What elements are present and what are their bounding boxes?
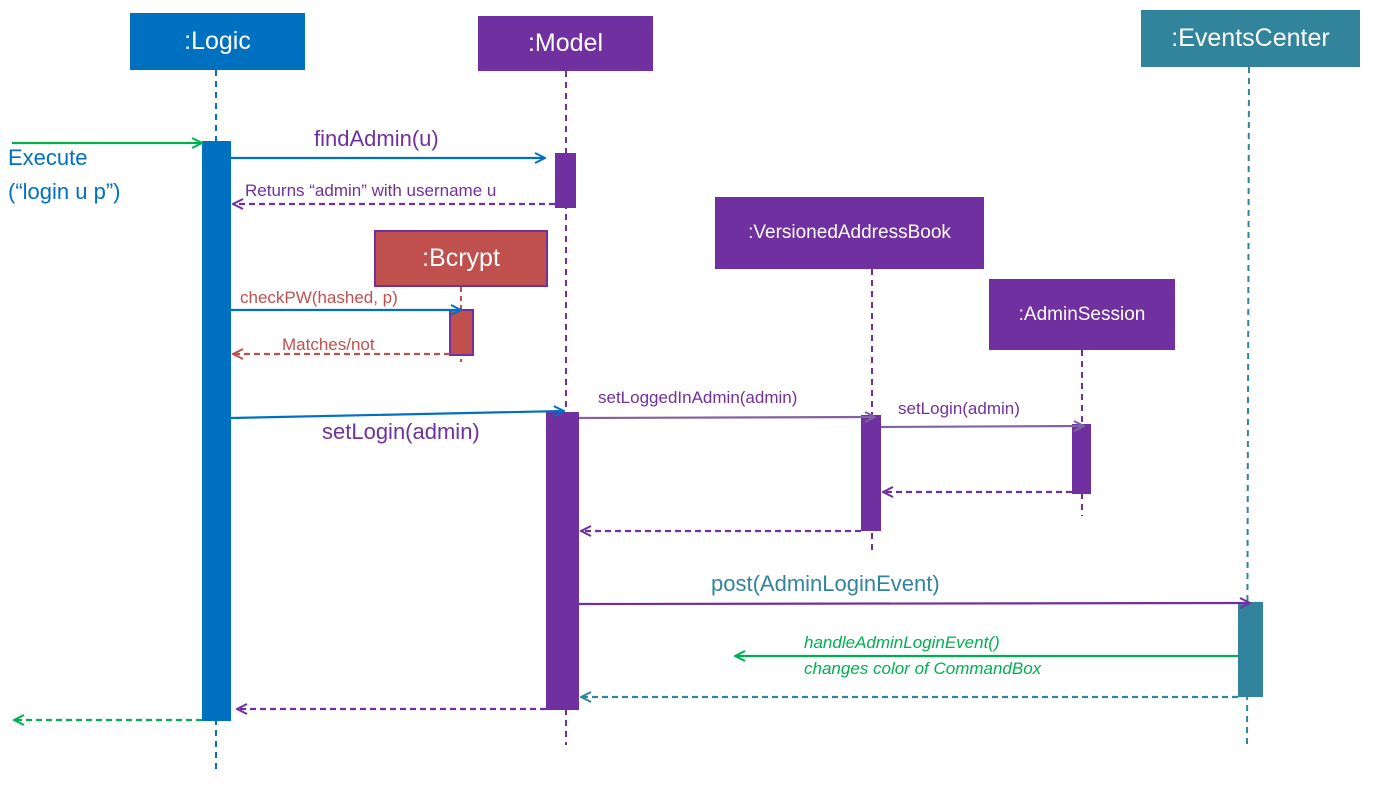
set-logged-in-admin-label: setLoggedInAdmin(admin): [598, 388, 798, 407]
logic-participant: :Logic: [130, 13, 305, 70]
admin-session-participant: :AdminSession: [989, 279, 1175, 350]
handle-event-label: handleAdminLoginEvent(): [804, 633, 1000, 652]
set-login-session-arrow: [880, 426, 1084, 427]
logic-activation: [202, 141, 231, 721]
set-login-model-arrow: [230, 411, 564, 420]
matches-label: Matches/not: [282, 335, 375, 354]
events-center-activation: [1238, 602, 1263, 697]
versioned-address-book-participant-label: :VersionedAddressBook: [748, 222, 951, 243]
events-center-participant-label: :EventsCenter: [1171, 24, 1330, 52]
versioned-address-book-participant: :VersionedAddressBook: [715, 197, 984, 269]
set-login-session-label: setLogin(admin): [898, 399, 1020, 418]
model-participant: :Model: [478, 16, 653, 71]
model-activation-login: [546, 412, 579, 710]
handle-event-effect-label: changes color of CommandBox: [804, 659, 1042, 678]
set-logged-in-admin-arrow: [578, 417, 875, 418]
check-pw-label: checkPW(hashed, p): [240, 288, 398, 307]
admin-session-participant-label: :AdminSession: [1018, 303, 1146, 325]
bcrypt-participant-label: :Bcrypt: [422, 244, 500, 272]
bcrypt-participant: :Bcrypt: [374, 230, 548, 287]
execute-args-label: (“login u p”): [8, 179, 121, 204]
returns-admin-label: Returns “admin” with username u: [245, 181, 497, 200]
events-center-participant: :EventsCenter: [1141, 10, 1360, 67]
set-login-model-label: setLogin(admin): [322, 419, 480, 444]
post-event-label: post(AdminLoginEvent): [711, 571, 940, 596]
model-participant-label: :Model: [527, 29, 604, 57]
model-activation-find: [555, 153, 576, 208]
execute-label: Execute: [8, 145, 88, 170]
admin-session-activation: [1072, 424, 1091, 494]
post-event-arrow: [578, 603, 1250, 604]
find-admin-label: findAdmin(u): [314, 126, 439, 151]
vab-activation: [861, 415, 881, 531]
bcrypt-activation: [449, 309, 474, 356]
logic-participant-label: :Logic: [184, 27, 251, 55]
